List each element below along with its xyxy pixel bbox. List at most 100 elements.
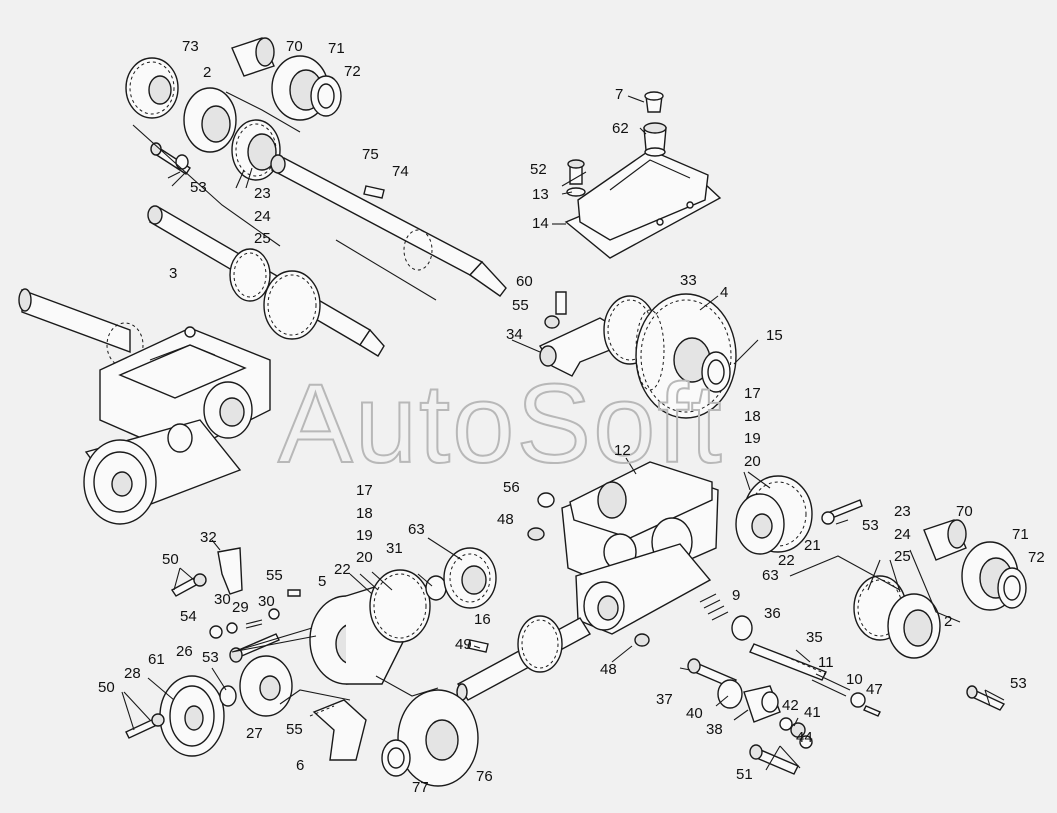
label-25: 25 (254, 230, 271, 247)
label-27: 27 (246, 725, 263, 742)
label-33: 33 (680, 272, 697, 289)
label-36: 36 (764, 605, 781, 622)
spring-29 (245, 619, 263, 629)
callout-labels: 73 70 71 72 2 53 23 24 25 75 74 3 7 62 5… (98, 38, 1045, 796)
label-55: 55 (266, 567, 283, 584)
spring-11 (811, 673, 851, 697)
nut-41 (790, 722, 806, 738)
bolt-51 (749, 744, 799, 775)
label-19: 19 (356, 527, 373, 544)
label-44: 44 (796, 729, 813, 746)
label-30: 30 (258, 593, 275, 610)
label-32: 32 (200, 529, 217, 546)
bolt-53-far-right (966, 685, 1006, 711)
label-5: 5 (318, 573, 326, 590)
label-17: 17 (356, 482, 373, 499)
label-47: 47 (866, 681, 883, 698)
label-4: 4 (720, 284, 728, 301)
seal-15 (701, 351, 731, 393)
seal-72-right (997, 567, 1027, 609)
top-cover-14 (564, 149, 722, 259)
label-23: 23 (894, 503, 911, 520)
label-16: 16 (474, 611, 491, 628)
label-12: 12 (614, 442, 631, 459)
label-77: 77 (412, 779, 429, 796)
bolt-52 (567, 159, 585, 185)
label-49: 49 (455, 636, 472, 653)
label-14: 14 (532, 215, 549, 232)
shaft-3 (147, 205, 385, 357)
label-41: 41 (804, 704, 821, 721)
label-76: 76 (476, 768, 493, 785)
label-15: 15 (766, 327, 783, 344)
washer-54 (209, 625, 223, 639)
bolt-50-top (170, 573, 207, 597)
label-53: 53 (202, 649, 219, 666)
key-49 (467, 639, 489, 653)
drum-76 (397, 689, 479, 787)
nut-44 (799, 735, 813, 749)
label-24: 24 (254, 208, 271, 225)
gasket-40 (717, 679, 743, 709)
label-61: 61 (148, 651, 165, 668)
spring-9 (699, 593, 729, 621)
label-50: 50 (98, 679, 115, 696)
label-31: 31 (386, 540, 403, 557)
shield-32 (217, 547, 243, 595)
label-72: 72 (344, 63, 361, 80)
label-70: 70 (286, 38, 303, 55)
body-38 (743, 685, 781, 723)
label-18: 18 (356, 505, 373, 522)
nut-55-top (544, 315, 560, 329)
washer-42 (779, 717, 793, 731)
pulley-28 (159, 675, 225, 757)
label-48: 48 (497, 511, 514, 528)
washer-61 (219, 685, 237, 707)
label-26: 26 (176, 643, 193, 660)
bolt-50-bottom (125, 713, 165, 739)
label-23: 23 (254, 185, 271, 202)
label-34: 34 (506, 326, 523, 343)
label-48: 48 (600, 661, 617, 678)
bearing-63-left (443, 547, 497, 609)
fork-34 (539, 317, 621, 377)
label-52: 52 (530, 161, 547, 178)
bolt-53-right (821, 499, 863, 525)
gearbox-assembly (18, 288, 271, 525)
label-53: 53 (190, 179, 207, 196)
housing-12 (561, 461, 719, 635)
label-19: 19 (744, 430, 761, 447)
label-38: 38 (706, 721, 723, 738)
leader-lines (121, 91, 1005, 771)
label-37: 37 (656, 691, 673, 708)
label-40: 40 (686, 705, 703, 722)
clutch-pack-20-left (369, 569, 431, 643)
label-22: 22 (778, 552, 795, 569)
label-72: 72 (1028, 549, 1045, 566)
ring-31 (425, 575, 447, 601)
label-18: 18 (744, 408, 761, 425)
label-10: 10 (846, 671, 863, 688)
cup-2-right (887, 593, 941, 659)
label-63: 63 (762, 567, 779, 584)
gear-73 (125, 57, 179, 119)
watermark-text: AutoSoft (278, 361, 724, 486)
label-51: 51 (736, 766, 753, 783)
plug-48-top (527, 527, 545, 541)
pin-55-mid (287, 589, 301, 597)
label-25: 25 (894, 548, 911, 565)
label-71: 71 (1012, 526, 1029, 543)
plug-48-bottom (634, 633, 650, 647)
washer-30-b (268, 608, 280, 620)
cage-23-top (231, 119, 281, 181)
label-71: 71 (328, 40, 345, 57)
label-3: 3 (169, 265, 177, 282)
label-60: 60 (516, 273, 533, 290)
label-13: 13 (532, 186, 549, 203)
label-50: 50 (162, 551, 179, 568)
label-20: 20 (744, 453, 761, 470)
breather-7 (644, 91, 664, 113)
sleeve-36 (731, 615, 753, 641)
label-55: 55 (286, 721, 303, 738)
label-22: 22 (334, 561, 351, 578)
